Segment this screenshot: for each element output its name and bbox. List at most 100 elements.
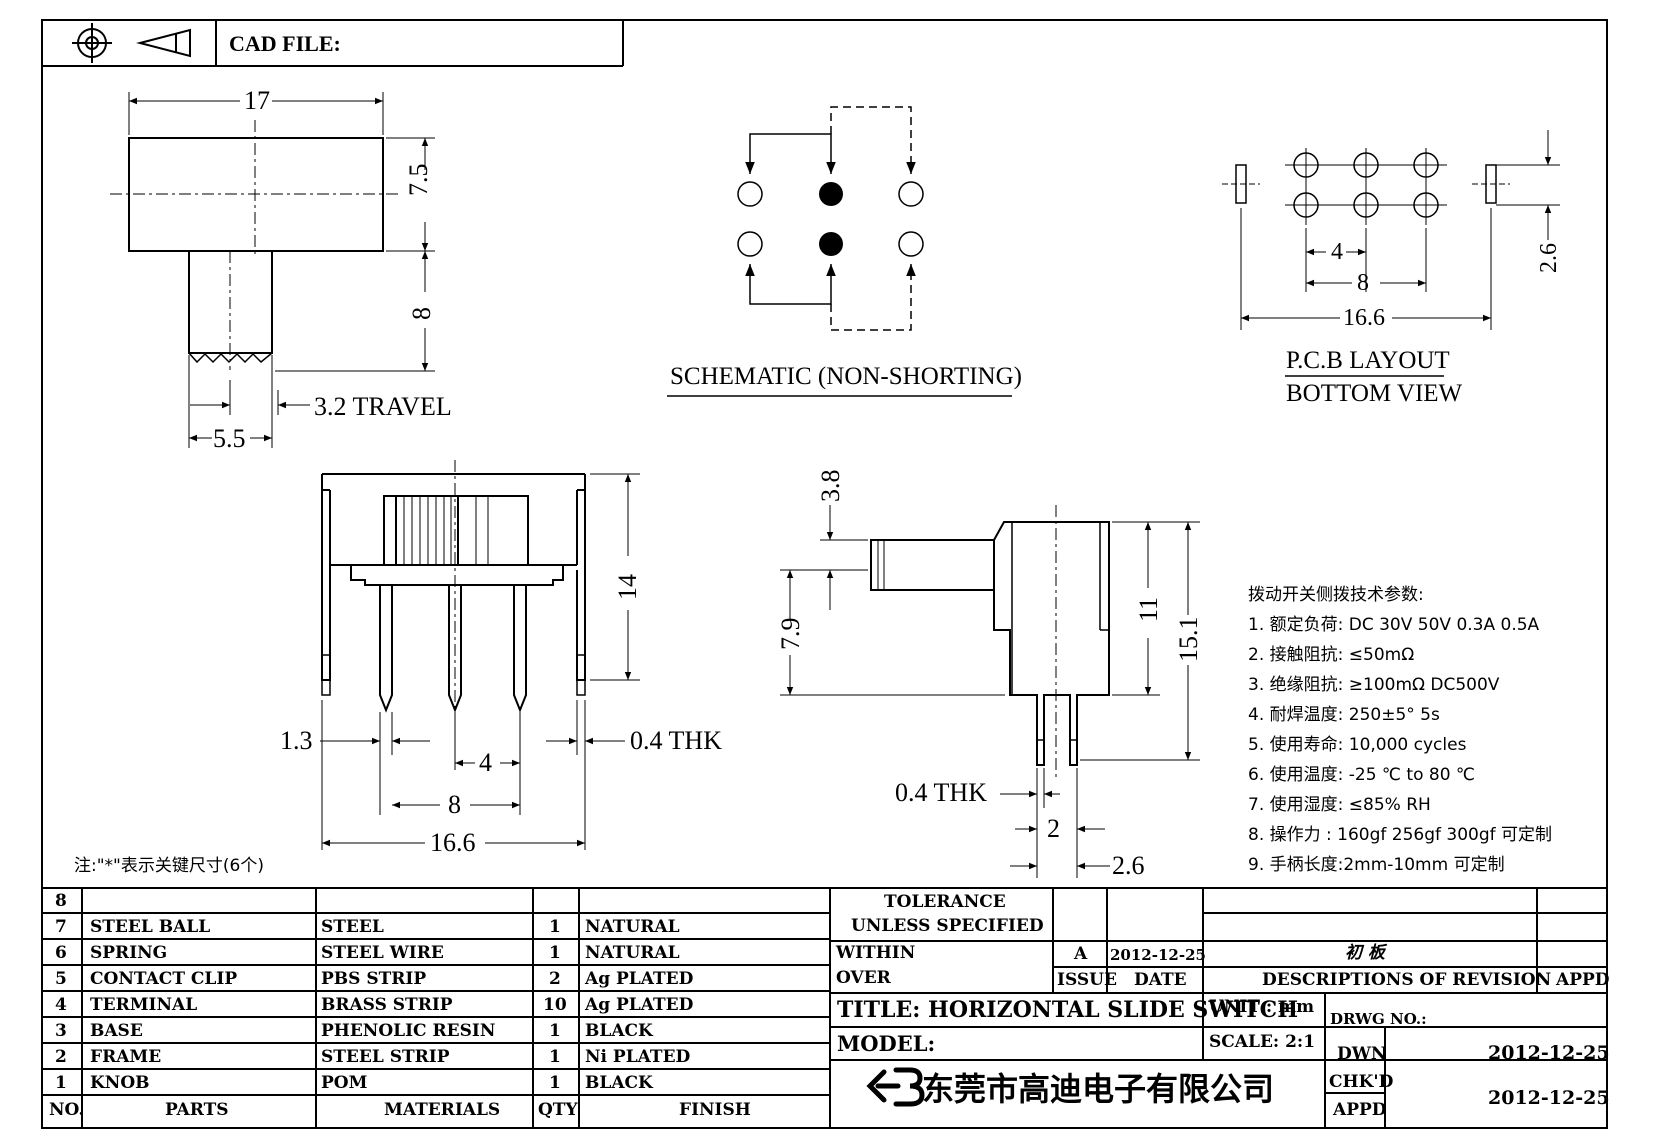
bom-qty: 1 [549, 1047, 561, 1067]
cad-file-label: CAD FILE: [229, 31, 341, 56]
bom-no: 4 [55, 995, 67, 1015]
bom-part: FRAME [90, 1047, 162, 1067]
bom-qty: 1 [549, 943, 561, 963]
pcb-title-line1: P.C.B LAYOUT [1286, 347, 1450, 374]
pcb-dim-span: 8 [1357, 270, 1369, 296]
appd-header: APPD [1556, 970, 1610, 990]
pcb-holes [1222, 148, 1510, 225]
pcb-dim-pitch: 4 [1331, 239, 1343, 265]
within-label: WITHIN [836, 943, 916, 963]
issue-date: 2012-12-25 [1110, 946, 1206, 964]
pcb-title-line2: BOTTOM VIEW [1286, 380, 1463, 407]
side-dim-thk: 0.4 THK [895, 778, 987, 807]
bom-header-parts: PARTS [165, 1100, 229, 1120]
bom-no: 2 [55, 1047, 67, 1067]
front-dim-pin: 1.3 [280, 726, 313, 755]
schematic-title: SCHEMATIC (NON-SHORTING) [670, 363, 1022, 390]
bom-part: BASE [90, 1021, 143, 1041]
bom-qty: 1 [549, 1073, 561, 1093]
bom-material: PBS STRIP [321, 969, 427, 989]
appd-row-label: APPD [1333, 1100, 1387, 1120]
dim-body-height: 7.5 [404, 163, 433, 197]
spec-item: 7. 使用湿度: ≤85% RH [1248, 795, 1431, 815]
schematic-contacts [737, 181, 924, 257]
side-dim-pin-span: 2.6 [1112, 851, 1145, 880]
sheet-border [41, 19, 1608, 1129]
top-view-outline [128, 137, 384, 370]
bom-material: STEEL WIRE [321, 943, 444, 963]
bom-part: STEEL BALL [90, 917, 211, 937]
chk-date: 2012-12-25 [1488, 1087, 1610, 1109]
spec-item: 4. 耐焊温度: 250±5° 5s [1248, 705, 1440, 725]
spec-item: 3. 绝缘阻抗: ≥100mΩ DC500V [1248, 675, 1500, 695]
spec-item: 9. 手柄长度:2mm-10mm 可定制 [1248, 855, 1505, 875]
front-dim-span: 8 [448, 790, 461, 819]
spec-item: 8. 操作力 : 160gf 256gf 300gf 可定制 [1248, 825, 1553, 845]
front-dim-thk: 0.4 THK [630, 726, 722, 755]
pcb-dim-total: 16.6 [1343, 305, 1385, 331]
drawing-title: TITLE: HORIZONTAL SLIDE SWITCH [837, 997, 1298, 1023]
date-label: DATE [1134, 970, 1187, 990]
projection-symbol-icon [72, 23, 191, 63]
issue-value: A [1074, 944, 1088, 964]
front-dim-height: 14 [613, 574, 642, 600]
bom-header-no: NO. [49, 1100, 85, 1120]
side-dim-knob: 3.8 [816, 469, 845, 503]
bom-no: 6 [55, 943, 67, 963]
dim-width: 17 [244, 86, 270, 115]
bom-no: 1 [55, 1073, 67, 1093]
bom-part: KNOB [90, 1073, 150, 1093]
side-dim-pin: 2 [1047, 814, 1060, 843]
issue-label: ISSUE [1057, 970, 1117, 990]
bom-header-materials: MATERIALS [384, 1100, 501, 1120]
bom-finish: NATURAL [585, 943, 680, 963]
bom-finish: Ag PLATED [585, 969, 694, 989]
drwg-no-label: DRWG NO.: [1330, 1010, 1427, 1028]
pcb-dim-row: 2.6 [1536, 243, 1562, 273]
bom-part: CONTACT CLIP [90, 969, 238, 989]
over-label: OVER [836, 968, 891, 988]
bom-finish: BLACK [585, 1073, 653, 1093]
bom-header-qty: QTY [538, 1100, 578, 1120]
side-dim-body: 11 [1134, 596, 1163, 622]
bom-part: TERMINAL [90, 995, 198, 1015]
spec-item: 1. 额定负荷: DC 30V 50V 0.3A 0.5A [1248, 615, 1540, 635]
revision-text: 初 板 [1345, 943, 1385, 963]
spec-item: 6. 使用温度: -25 ℃ to 80 ℃ [1248, 765, 1476, 785]
bom-material: BRASS STRIP [321, 995, 453, 1015]
bom-finish: BLACK [585, 1021, 653, 1041]
bom-finish: NATURAL [585, 917, 680, 937]
dim-knob-height: 8 [407, 307, 436, 320]
bom-qty: 2 [549, 969, 561, 989]
spec-item: 5. 使用寿命: 10,000 cycles [1248, 735, 1467, 755]
company-logo-icon [866, 1067, 925, 1107]
side-dim-total: 15.1 [1174, 616, 1203, 663]
bom-grid [42, 887, 1607, 1128]
bom-no: 7 [55, 917, 67, 937]
descriptions-label: DESCRIPTIONS OF REVISION [1262, 970, 1552, 990]
bom-part: SPRING [90, 943, 168, 963]
bom-qty: 1 [549, 917, 561, 937]
dim-knob-width: 5.5 [213, 424, 246, 453]
tolerance-label: TOLERANCE [884, 892, 1006, 912]
bom-qty: 10 [543, 995, 567, 1015]
bom-material: STEEL [321, 917, 384, 937]
side-view-outline [870, 521, 1110, 766]
bom-header-finish: FINISH [679, 1100, 751, 1120]
chkd-label: CHK'D [1329, 1072, 1394, 1092]
spec-item: 2. 接触阻抗: ≤50mΩ [1248, 645, 1415, 665]
bom-finish: Ag PLATED [585, 995, 694, 1015]
front-dim-pitch: 4 [479, 748, 492, 777]
dim-travel: 3.2 TRAVEL [314, 392, 452, 421]
bom-material: POM [321, 1073, 368, 1093]
bom-no: 3 [55, 1021, 67, 1041]
company-name: 东莞市高迪电子有限公司 [922, 1070, 1275, 1108]
bom-material: PHENOLIC RESIN [321, 1021, 496, 1041]
bom-qty: 1 [549, 1021, 561, 1041]
dwn-label: DWN [1337, 1044, 1387, 1064]
unit-label: UNIT : mm [1209, 997, 1315, 1017]
side-dim-offset: 7.9 [776, 617, 805, 651]
unless-specified-label: UNLESS SPECIFIED [851, 916, 1044, 936]
bom-finish: Ni PLATED [585, 1047, 691, 1067]
